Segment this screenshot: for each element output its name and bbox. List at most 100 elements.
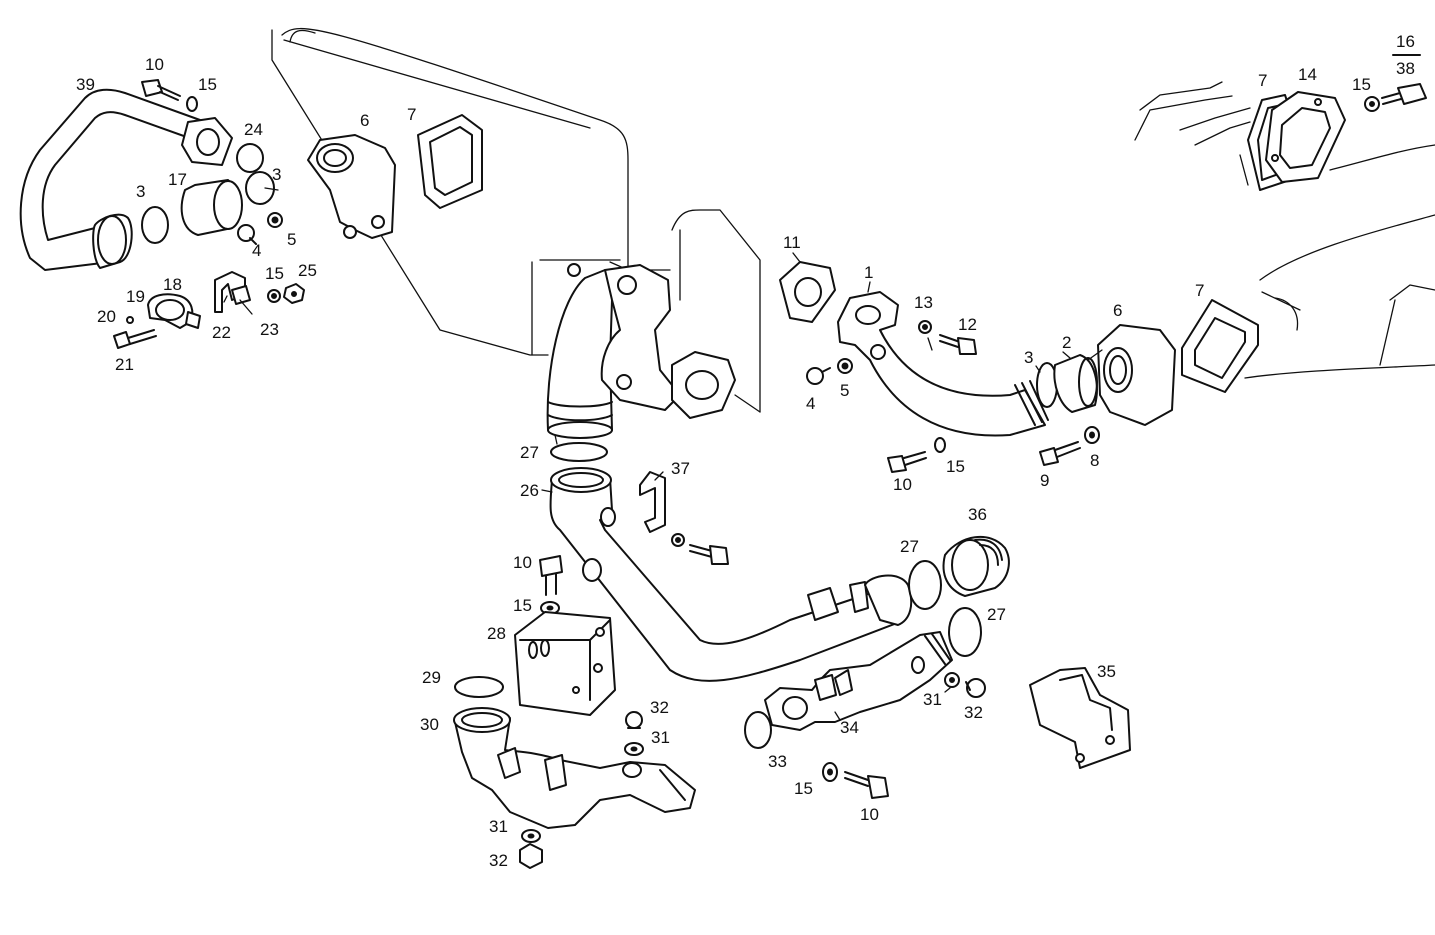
- callout-11: 11: [783, 233, 801, 252]
- bolt-9: [1039, 441, 1081, 466]
- callout-10: 10: [513, 553, 532, 572]
- callout-4: 4: [806, 394, 815, 413]
- callout-27: 27: [520, 443, 539, 462]
- bolt-12: [939, 334, 977, 355]
- callout-13: 13: [914, 293, 933, 312]
- bolt-37: [689, 544, 729, 565]
- callout-12: 12: [958, 315, 977, 334]
- callout-30: 30: [420, 715, 439, 734]
- plug-32-lower-mid: [625, 711, 643, 729]
- callout-28: 28: [487, 624, 506, 643]
- callout-6: 6: [360, 111, 369, 130]
- callout-15: 15: [265, 264, 284, 283]
- callout-22: 22: [212, 323, 231, 342]
- engine-block-outline: [271, 27, 761, 413]
- bolt-16-38: [1381, 83, 1427, 105]
- callout-15: 15: [513, 596, 532, 615]
- callout-1: 1: [864, 263, 873, 282]
- gasket-11: [779, 261, 836, 323]
- callout-20: 20: [97, 307, 116, 326]
- washer-37: [671, 533, 685, 547]
- callout-36: 36: [968, 505, 987, 524]
- callout-25: 25: [298, 261, 317, 280]
- washer-31-lower-mid: [624, 742, 644, 756]
- callout-32: 32: [650, 698, 669, 717]
- seal-ring-29: [454, 676, 504, 698]
- bracket-22: [214, 271, 246, 313]
- callout-15: 15: [946, 457, 965, 476]
- spacer-23: [231, 285, 251, 305]
- washer-31-bottom: [521, 829, 541, 843]
- seal-ring-3-right: [245, 171, 275, 205]
- callout-15: 15: [794, 779, 813, 798]
- callout-23: 23: [260, 320, 279, 339]
- callout-7: 7: [407, 105, 416, 124]
- seal-ring-3-left: [141, 206, 169, 244]
- callout-27: 27: [987, 605, 1006, 624]
- callout-4: 4: [252, 241, 261, 260]
- callout-27: 27: [900, 537, 919, 556]
- callout-34: 34: [840, 718, 859, 737]
- callout-3: 3: [272, 165, 281, 184]
- callout-24: 24: [244, 120, 263, 139]
- callout-8: 8: [1090, 451, 1099, 470]
- bolt-10-bottom: [844, 771, 889, 799]
- bolt-10-lower-left: [539, 555, 563, 596]
- callout-6: 6: [1113, 301, 1122, 320]
- callout-2: 2: [1062, 333, 1071, 352]
- callout-21: 21: [115, 355, 134, 374]
- pipe-34: [764, 631, 953, 731]
- callout-17: 17: [168, 170, 187, 189]
- washer-5-right: [837, 358, 853, 374]
- turbo-outlet-elbow: [546, 263, 736, 439]
- callout-35: 35: [1097, 662, 1116, 681]
- gasket-7-right: [1181, 299, 1259, 393]
- callout-7: 7: [1195, 281, 1204, 300]
- callout-31: 31: [489, 817, 508, 836]
- callout-10: 10: [860, 805, 879, 824]
- clamp-18: [147, 293, 201, 329]
- callout-5: 5: [287, 230, 296, 249]
- callout-5: 5: [840, 381, 849, 400]
- manifold-elbow-6-right: [1097, 324, 1176, 426]
- callout-31: 31: [923, 690, 942, 709]
- washer-5-left: [267, 212, 283, 228]
- bracket-35: [1029, 667, 1131, 769]
- pipe-26: [549, 467, 913, 682]
- sleeve-17: [180, 179, 243, 236]
- callout-29: 29: [422, 668, 441, 687]
- seal-ring-24: [236, 143, 264, 173]
- callout-15: 15: [1352, 75, 1371, 94]
- plug-4-left: [237, 224, 257, 245]
- callout-3: 3: [136, 182, 145, 201]
- callout-10: 10: [145, 55, 164, 74]
- callout-16: 16: [1396, 32, 1415, 51]
- flange-14: [1265, 91, 1346, 183]
- callout-18: 18: [163, 275, 182, 294]
- plug-4-right: [806, 367, 831, 385]
- cylinder-head-outline: [1134, 81, 1435, 379]
- nut-15-left: [267, 289, 281, 303]
- callout-3: 3: [1024, 348, 1033, 367]
- callout-32: 32: [489, 851, 508, 870]
- callout-7: 7: [1258, 71, 1267, 90]
- callout-19: 19: [126, 287, 145, 306]
- callout-37: 37: [671, 459, 690, 478]
- washer-20: [126, 316, 134, 324]
- leader-lines: [223, 187, 1103, 721]
- elbow-pipe-30: [453, 707, 696, 829]
- manifold-elbow-6-left: [307, 134, 396, 239]
- callout-33: 33: [768, 752, 787, 771]
- plug-32-right: [965, 678, 986, 698]
- pipe-1: [837, 291, 1049, 437]
- seal-ring-27-lower: [948, 607, 982, 657]
- washer-31-right: [944, 672, 960, 688]
- washer-15-bottom: [822, 762, 838, 782]
- washer-15-top-left: [186, 96, 198, 112]
- callout-labels: 39 10 15 24 3 3 17 4 5 6 7 18 19 20 21 2…: [76, 32, 1415, 870]
- nut-15-top-right: [1364, 96, 1380, 112]
- seal-ring-33: [744, 711, 772, 749]
- callout-14: 14: [1298, 65, 1317, 84]
- plug-32-bottom: [519, 843, 543, 869]
